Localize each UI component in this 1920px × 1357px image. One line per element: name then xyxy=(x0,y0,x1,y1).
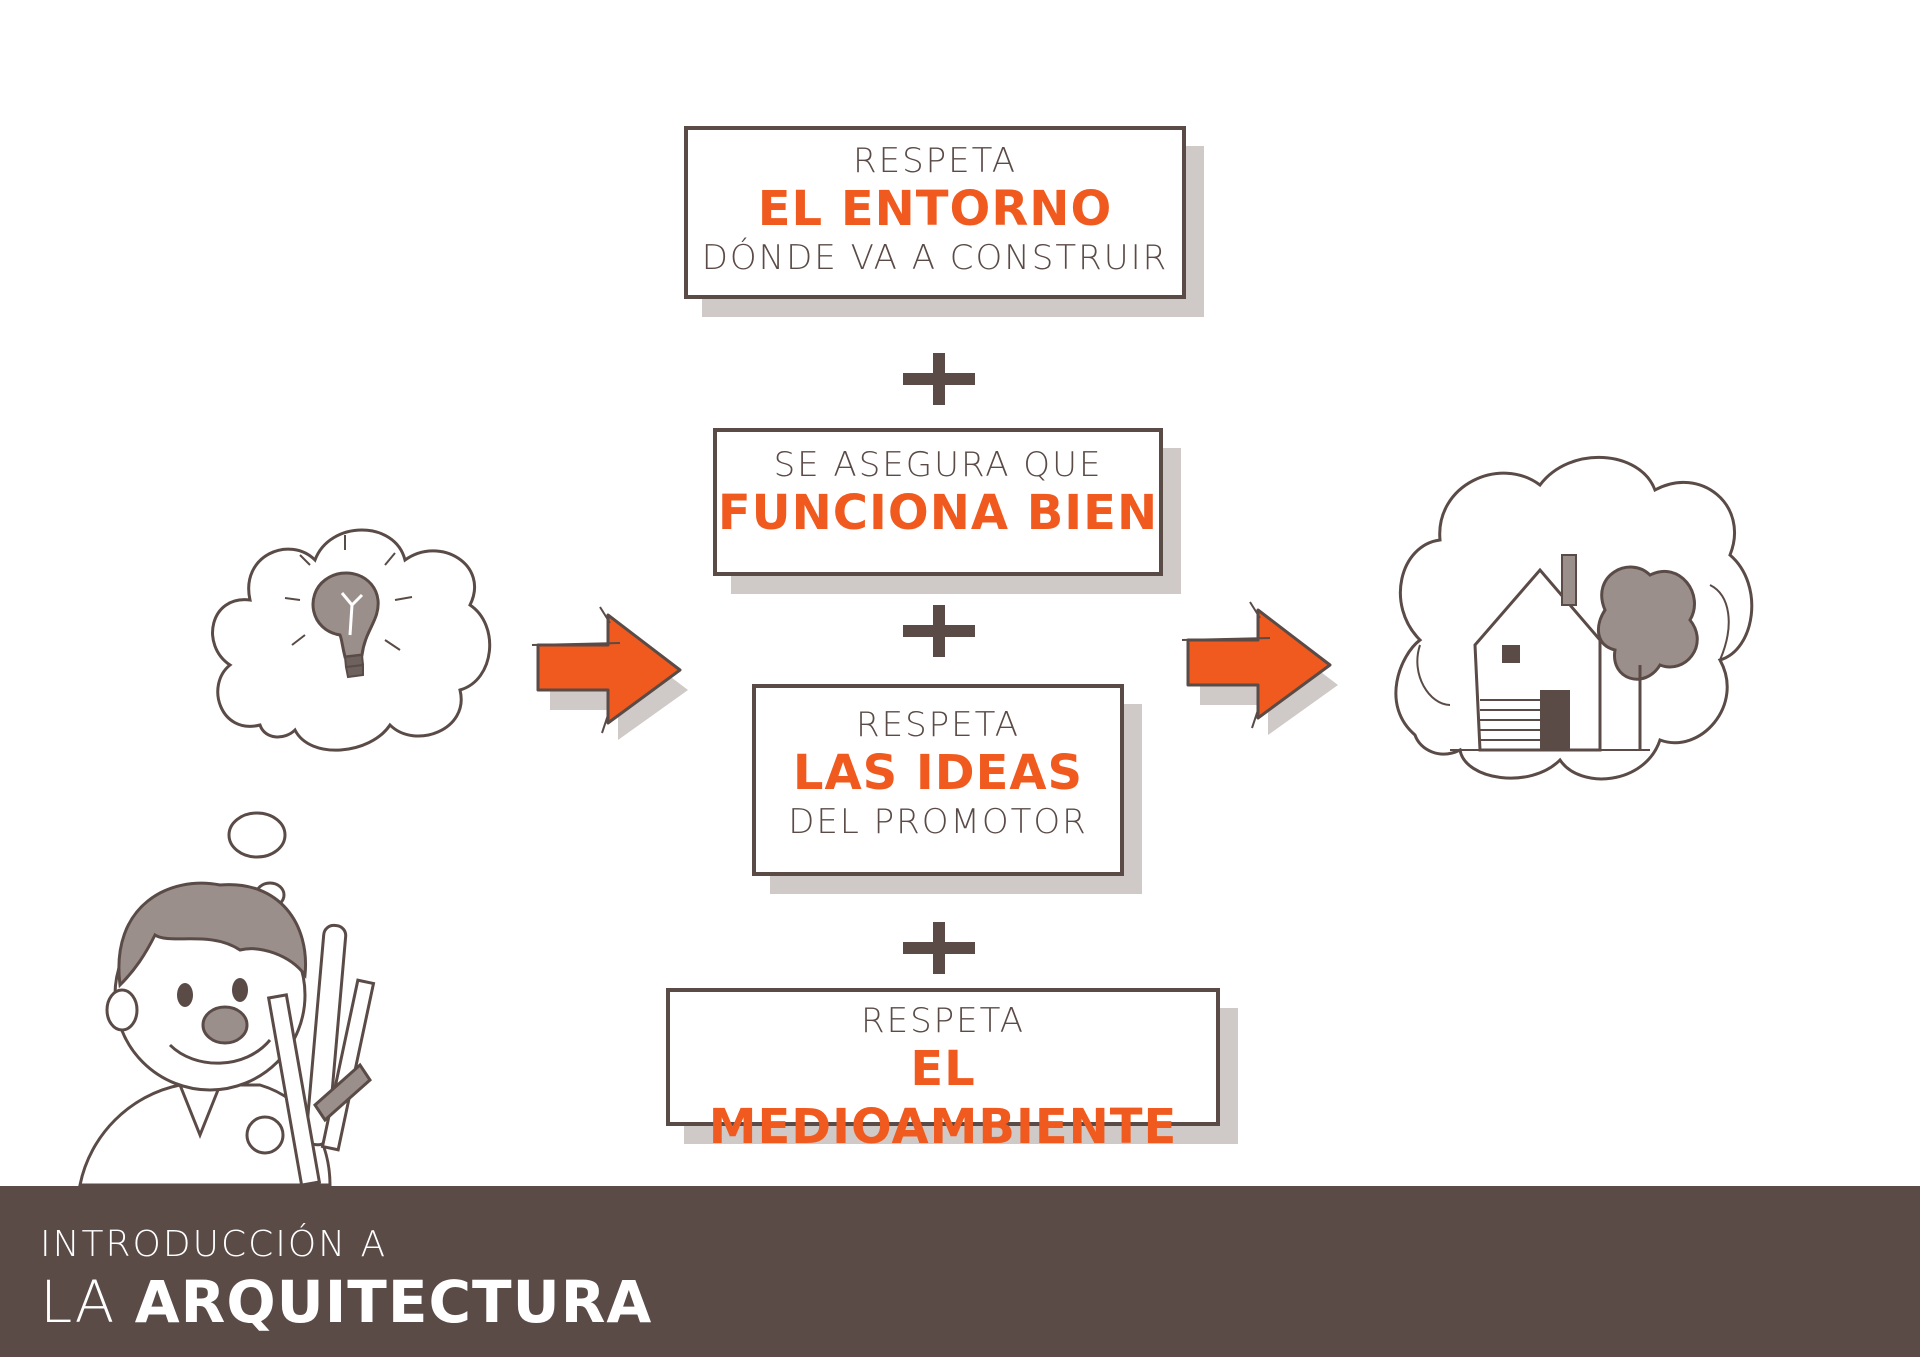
box-entorno-top: RESPETA xyxy=(852,141,1018,181)
box-ideas-highlight: LAS IDEAS xyxy=(792,745,1084,802)
box-entorno: RESPETA EL ENTORNO DÓNDE VA A CONSTRUIR xyxy=(684,126,1204,317)
idea-cloud xyxy=(211,528,492,752)
plus-icon xyxy=(903,605,975,657)
box-ideas-bottom: DEL PROMOTOR xyxy=(788,801,1088,842)
box-funciona: SE ASEGURA QUE FUNCIONA BIEN xyxy=(713,428,1181,594)
box-medioambiente: RESPETA EL MEDIOAMBIENTE xyxy=(666,988,1238,1155)
footer-title: LA ARQUITECTURA xyxy=(40,1268,652,1336)
footer-title-bold: ARQUITECTURA xyxy=(134,1268,653,1336)
box-ideas-top: RESPETA xyxy=(855,705,1021,745)
architect-character xyxy=(78,881,376,1187)
box-medioambiente-highlight: EL MEDIOAMBIENTE xyxy=(708,1041,1178,1155)
box-funciona-highlight: FUNCIONA BIEN xyxy=(717,485,1159,542)
box-entorno-bottom: DÓNDE VA A CONSTRUIR xyxy=(701,237,1169,278)
footer-subtitle: INTRODUCCIÓN A xyxy=(40,1224,388,1265)
box-ideas: RESPETA LAS IDEAS DEL PROMOTOR xyxy=(752,684,1142,894)
arrow-right-icon xyxy=(531,606,688,740)
plus-icon xyxy=(903,353,975,405)
plus-icon xyxy=(903,922,975,974)
house-cloud xyxy=(1394,455,1754,781)
box-medioambiente-top: RESPETA xyxy=(860,1001,1026,1041)
lightbulb-icon xyxy=(284,535,413,679)
house-icon xyxy=(1450,554,1699,752)
footer-banner: INTRODUCCIÓN A LA ARQUITECTURA xyxy=(0,1186,1920,1357)
arrow-right-icon xyxy=(1181,601,1338,735)
box-funciona-top: SE ASEGURA QUE xyxy=(773,445,1103,485)
footer-title-prefix: LA xyxy=(40,1268,116,1336)
box-entorno-highlight: EL ENTORNO xyxy=(757,181,1113,238)
